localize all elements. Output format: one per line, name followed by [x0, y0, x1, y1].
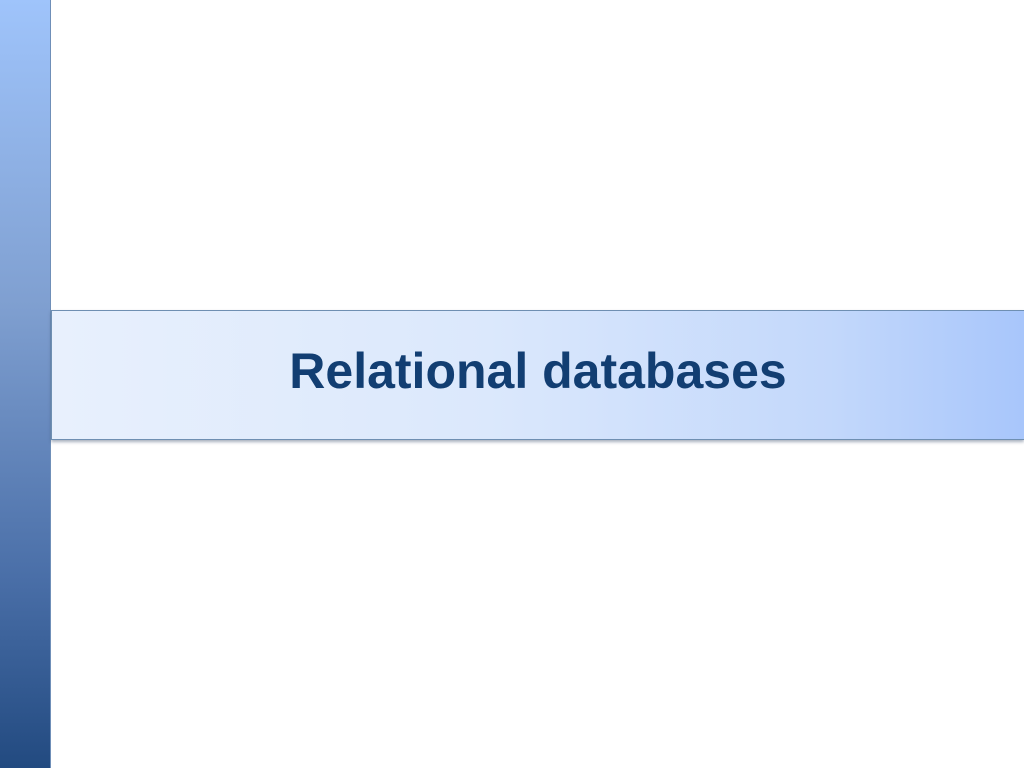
slide-title: Relational databases	[289, 343, 787, 399]
title-band: Relational databases	[51, 310, 1024, 440]
left-accent-bar	[0, 0, 51, 768]
